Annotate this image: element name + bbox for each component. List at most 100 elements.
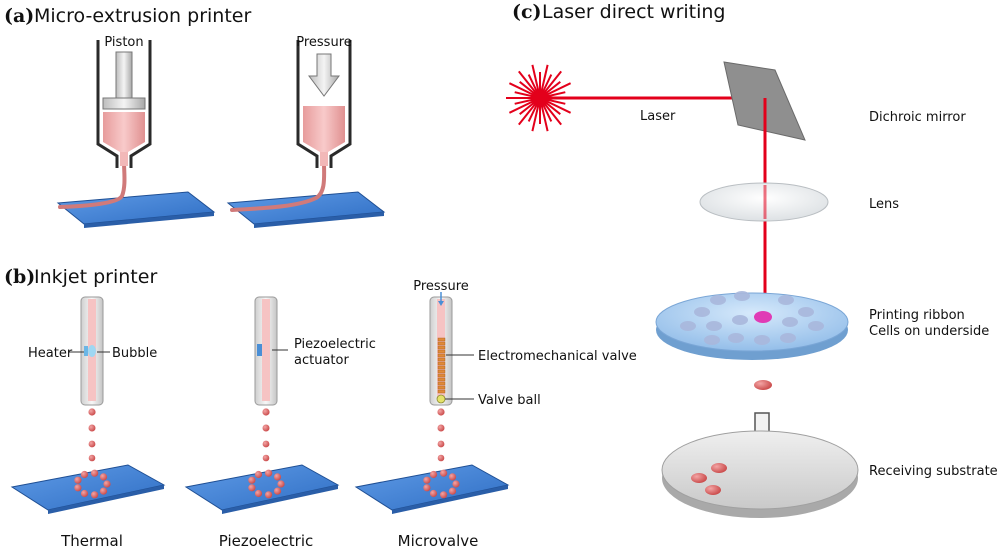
panel-b: (b) Inkjet printer Heater Bubble Thermal	[4, 266, 637, 548]
ribbon-cell	[728, 333, 744, 343]
valve-coil-segment	[437, 369, 446, 374]
droplet	[262, 454, 270, 462]
droplet	[262, 408, 270, 416]
deposited-droplet	[248, 476, 256, 484]
panel-c-letter: (c)	[512, 1, 542, 23]
ribbon-cell	[778, 295, 794, 305]
syringe-barrel	[96, 40, 152, 168]
ribbon-label-line2: Cells on underside	[869, 324, 989, 339]
droplet	[437, 424, 445, 432]
deposited-droplet	[273, 487, 282, 495]
piston-head	[102, 97, 146, 110]
droplet-column	[437, 408, 445, 462]
bioink-reservoir	[103, 112, 145, 152]
ribbon-cell	[734, 291, 750, 301]
pressure-arrow-icon	[308, 53, 340, 97]
droplet-ring	[248, 469, 285, 499]
ink-channel	[262, 299, 270, 401]
pressure-arrowhead-icon	[438, 301, 444, 306]
syringe-barrel	[296, 40, 352, 168]
valve-coil-segment	[437, 341, 446, 346]
microvalve-inkjet: Pressure Electromechanical valve Valve b…	[354, 279, 637, 548]
deposited-droplet	[691, 473, 707, 483]
deposited-droplet	[254, 489, 263, 498]
deposited-droplet	[265, 491, 273, 499]
valve-coil-segment	[437, 377, 446, 382]
valve-coil-segment	[437, 381, 446, 386]
ribbon-cells	[680, 291, 824, 345]
deposited-droplet	[429, 489, 438, 498]
valve-coil-segment	[437, 349, 446, 354]
deposited-droplet	[273, 473, 282, 481]
build-plate-edge	[222, 485, 338, 514]
laser-label: Laser	[640, 109, 676, 124]
ribbon-cell	[780, 333, 796, 343]
droplet	[437, 454, 445, 462]
valve-coil-segment	[437, 361, 446, 366]
panel-a-letter: (a)	[4, 5, 34, 27]
ribbon-cell	[782, 317, 798, 327]
droplet-ring	[423, 469, 460, 499]
pressure-label: Pressure	[296, 35, 352, 50]
piston-rod	[115, 51, 133, 99]
build-plate-edge	[392, 485, 508, 514]
droplet-column	[88, 408, 96, 462]
droplet-ring	[74, 469, 111, 499]
deposited-droplet	[429, 470, 438, 479]
build-plate-edge	[84, 212, 214, 228]
ribbon-cell	[732, 315, 748, 325]
droplet	[437, 440, 445, 448]
deposited-droplet	[91, 469, 99, 477]
extruded-filament	[58, 160, 127, 209]
dichroic-mirror-label: Dichroic mirror	[869, 110, 966, 125]
deposited-droplet	[80, 470, 89, 479]
pressure-extruder: Pressure	[226, 35, 386, 228]
deposited-droplet	[80, 489, 89, 498]
deposited-droplet	[448, 487, 457, 495]
panel-b-title: Inkjet printer	[34, 266, 157, 288]
valve-coil-segment	[437, 337, 446, 342]
piezoelectric-caption: Piezoelectric	[219, 532, 314, 548]
deposited-droplet	[103, 480, 111, 488]
bubble-icon	[88, 345, 96, 357]
bubble-label: Bubble	[112, 346, 157, 361]
deposited-droplet	[265, 469, 273, 477]
deposited-droplet	[423, 484, 431, 492]
panel-c: (c) Laser direct writing Laser Dichroic …	[506, 1, 998, 518]
piezo-actuator-icon	[257, 344, 262, 356]
piston-extruder: Piston	[56, 35, 216, 228]
valve-coil-segment	[437, 385, 446, 390]
valve-coil-segment	[437, 357, 446, 362]
ribbon-cell	[808, 321, 824, 331]
thermal-inkjet: Heater Bubble Thermal	[10, 296, 166, 548]
deposited-droplet	[91, 491, 99, 499]
ribbon-cell	[704, 335, 720, 345]
deposited-droplet	[248, 484, 256, 492]
heater-label: Heater	[28, 346, 73, 361]
laser-source-icon	[506, 64, 574, 132]
ribbon-cell	[694, 307, 710, 317]
ribbon-cell	[710, 295, 726, 305]
deposited-droplet	[705, 485, 721, 495]
build-plate-edge	[254, 212, 384, 228]
droplet	[88, 454, 96, 462]
deposited-droplet	[254, 470, 263, 479]
substrate-label: Receiving substrate	[869, 464, 998, 479]
deposited-droplet	[277, 480, 285, 488]
build-plate	[56, 191, 216, 225]
valve-coil-segment	[437, 365, 446, 370]
deposited-droplet	[99, 487, 108, 495]
valve-ball-icon	[436, 394, 446, 404]
deposited-droplet	[440, 491, 448, 499]
droplet	[437, 408, 445, 416]
ribbon-cell	[706, 321, 722, 331]
deposited-droplet	[452, 480, 460, 488]
lens-label: Lens	[869, 197, 899, 212]
ribbon-cell	[754, 335, 770, 345]
ribbon-cell	[798, 307, 814, 317]
deposited-droplet	[448, 473, 457, 481]
bioink-reservoir	[303, 106, 345, 152]
deposited-droplet	[99, 473, 108, 481]
droplet-column	[262, 408, 270, 462]
